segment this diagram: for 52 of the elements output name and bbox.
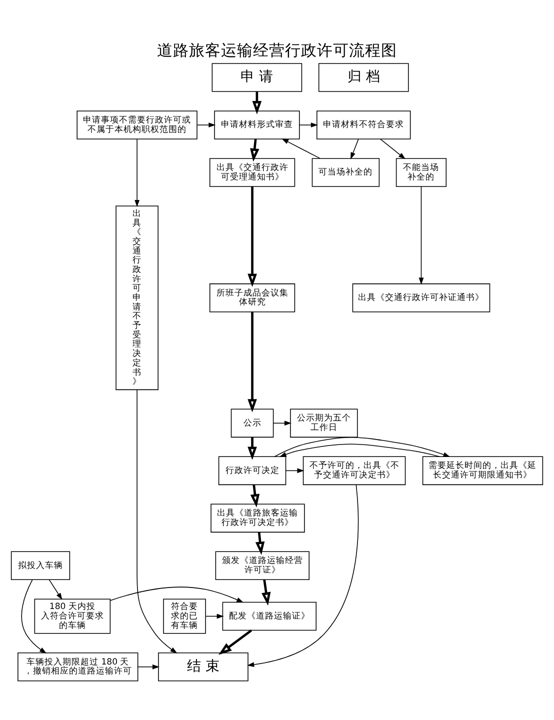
arrow — [274, 436, 450, 457]
arrow — [279, 443, 440, 457]
arrow — [262, 579, 271, 606]
diagram-title: 道路旅客运输经营行政许可流程图 — [157, 41, 397, 60]
arrow — [299, 122, 318, 127]
arrow — [250, 138, 260, 162]
node-box: 配发《道路运输证》 — [222, 601, 317, 630]
node-box: 拟投入车辆 — [10, 550, 70, 580]
arrow — [273, 420, 292, 426]
node-box: 行政许可决定 — [218, 456, 286, 485]
arrow — [248, 311, 257, 412]
node-box: 出具《交通行政许可补证通书》 — [352, 282, 490, 312]
arrow — [282, 138, 320, 158]
node-box: 申请事项不需要行政许可或不属于本机构职权范围的 — [76, 110, 198, 139]
node-box: 公示期为五个工作日 — [290, 408, 358, 438]
arrow — [418, 186, 424, 284]
node-box: 公示 — [230, 408, 274, 438]
arrow — [248, 436, 257, 460]
node-box: 出具《交通行政许可受理通知书》 — [209, 158, 296, 186]
node-box: 不能当场补全的 — [396, 158, 447, 186]
node-box: 出具《道路旅客运输行政许可决定书》 — [210, 503, 305, 532]
node-box: 申 请 — [212, 62, 302, 92]
node-box: 不予许可的，出具《不予交通许可决定书》 — [302, 456, 406, 485]
node-box: 出具《交通行政许可申请不予受理决定书》 — [116, 205, 158, 390]
node-box: 车辆投入期限超过 180 天，撤销相应的道路运输许可 — [18, 652, 138, 681]
node-box: 申请材料形式审查 — [214, 110, 300, 139]
arrow — [136, 388, 178, 653]
arrow — [134, 138, 140, 207]
arrow — [286, 468, 304, 473]
arrow — [196, 122, 216, 127]
arrow — [218, 629, 252, 654]
arrow — [137, 664, 160, 669]
arrow — [48, 578, 62, 600]
arrow — [250, 484, 260, 507]
arrow — [21, 578, 47, 653]
node-box: 可当场补全的 — [312, 158, 380, 186]
node-box: 符合要求的已有车辆 — [163, 598, 206, 634]
arrow — [205, 613, 224, 618]
arrow — [252, 91, 262, 114]
arrow — [255, 532, 265, 554]
node-box: 归 档 — [318, 62, 409, 92]
arrow — [110, 586, 244, 602]
arrow — [380, 138, 406, 159]
arrow — [350, 138, 359, 159]
node-box: 需要延长时间的，出具《延长交通许可期限通知书》 — [422, 456, 544, 485]
arrow — [248, 186, 257, 287]
node-box: 180 天内投入符合许可要求的车辆 — [34, 598, 111, 634]
arrow — [247, 484, 359, 667]
node-box: 结 束 — [158, 652, 248, 681]
node-box: 申请材料不符合要求 — [316, 110, 411, 139]
node-box: 颁发《道路运输经营许可证》 — [215, 550, 310, 580]
node-box: 所班子成品会议集体研究 — [209, 282, 296, 312]
